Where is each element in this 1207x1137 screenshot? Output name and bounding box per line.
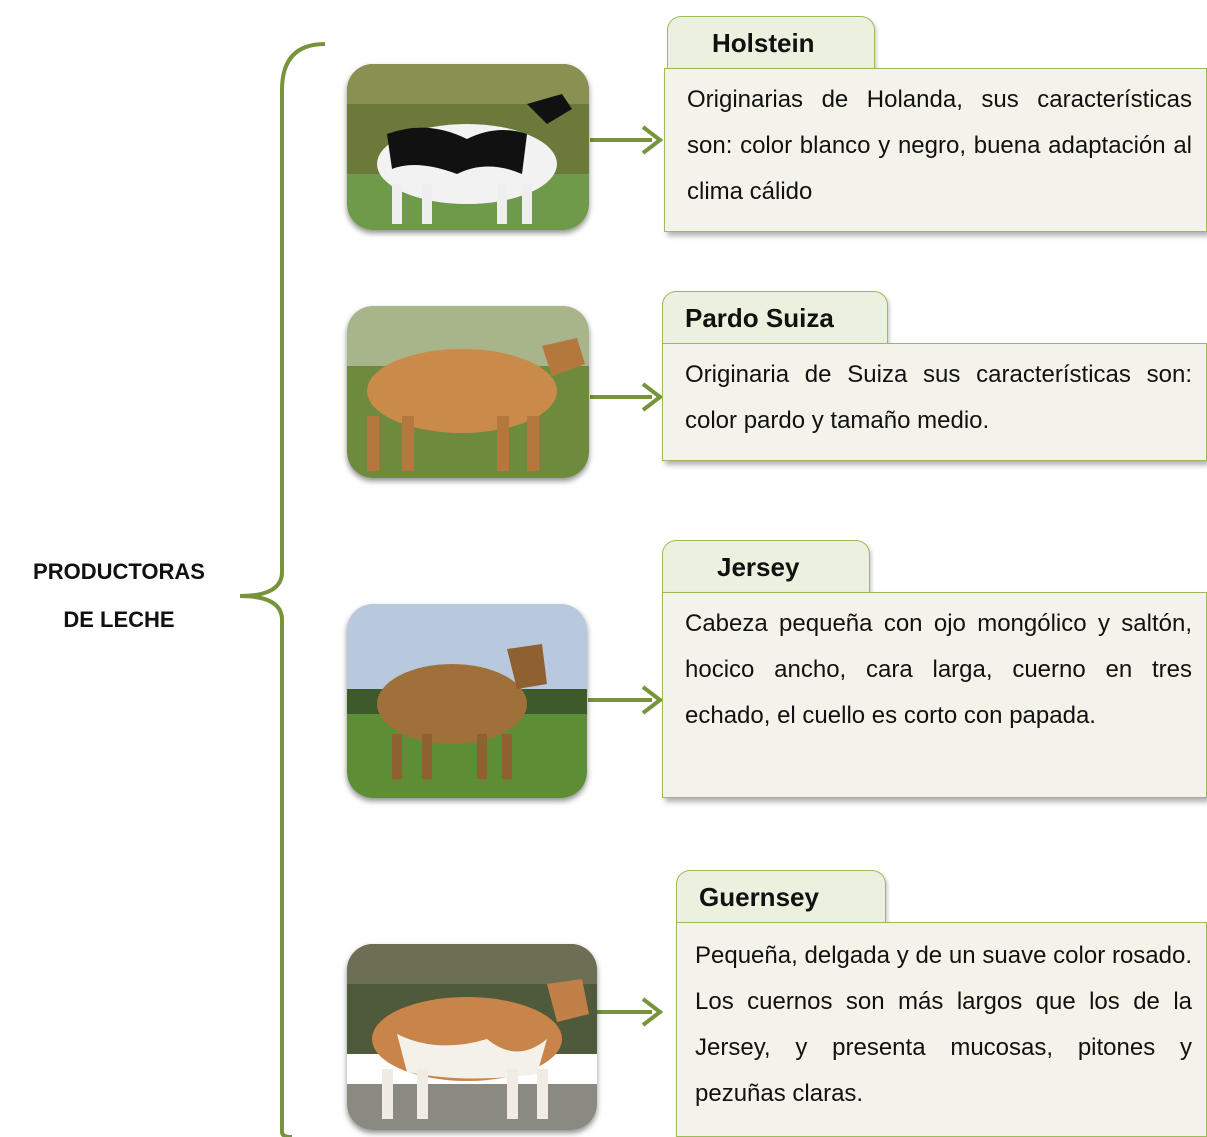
jersey-photo bbox=[347, 604, 587, 798]
holstein-tab: Holstein bbox=[667, 16, 875, 68]
arrow-holstein bbox=[590, 125, 664, 155]
holstein-title: Holstein bbox=[712, 28, 815, 58]
guernsey-title: Guernsey bbox=[699, 882, 819, 912]
arrow-pardo-suiza bbox=[590, 382, 664, 412]
jersey-tab: Jersey bbox=[662, 540, 870, 592]
guernsey-photo bbox=[347, 944, 597, 1130]
holstein-description-box: Originarias de Holanda, sus característi… bbox=[664, 68, 1207, 232]
pardo-suiza-description-box: Originaria de Suiza sus características … bbox=[662, 343, 1207, 461]
holstein-photo bbox=[347, 64, 589, 230]
pardo-suiza-photo bbox=[347, 306, 589, 478]
root-label: PRODUCTORAS DE LECHE bbox=[0, 548, 238, 644]
guernsey-tab: Guernsey bbox=[676, 870, 886, 922]
pardo-suiza-tab: Pardo Suiza bbox=[662, 291, 888, 343]
root-label-line2: DE LECHE bbox=[63, 607, 175, 632]
arrow-jersey bbox=[588, 685, 664, 715]
pardo-suiza-title: Pardo Suiza bbox=[685, 303, 834, 333]
left-brace bbox=[239, 42, 326, 1137]
jersey-description: Cabeza pequeña con ojo mongólico y saltó… bbox=[685, 610, 1192, 729]
guernsey-description-box: Pequeña, delgada y de un suave color ros… bbox=[676, 922, 1207, 1137]
holstein-description: Originarias de Holanda, sus característi… bbox=[687, 86, 1192, 205]
arrow-guernsey bbox=[596, 997, 664, 1027]
jersey-title: Jersey bbox=[717, 552, 800, 582]
guernsey-description: Pequeña, delgada y de un suave color ros… bbox=[695, 942, 1192, 1107]
pardo-suiza-description: Originaria de Suiza sus características … bbox=[685, 361, 1192, 434]
jersey-description-box: Cabeza pequeña con ojo mongólico y saltó… bbox=[662, 592, 1207, 798]
root-label-line1: PRODUCTORAS bbox=[33, 559, 205, 584]
